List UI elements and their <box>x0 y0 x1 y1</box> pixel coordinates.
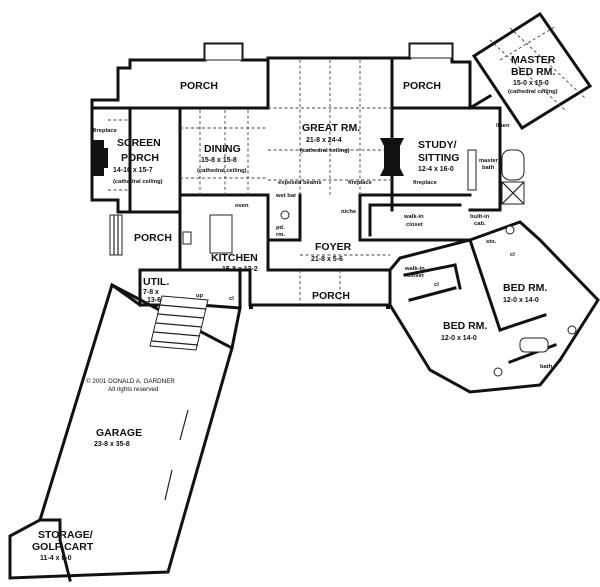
study-dims: 12-4 x 16-0 <box>418 166 454 173</box>
fireplace-right-note: fireplace <box>413 180 438 186</box>
study-cabinet <box>467 149 477 191</box>
porch-small-label: PORCH <box>134 232 172 244</box>
storage-label-1: STORAGE/ <box>38 529 93 541</box>
fireplace-center <box>380 138 392 176</box>
dining-note: (cathedral ceiling) <box>197 168 247 174</box>
screen-porch-label-1: SCREEN <box>117 137 161 149</box>
walk-in-closet-note-1: walk-in <box>403 214 424 220</box>
porch-front-label: PORCH <box>312 290 350 302</box>
dining-label: DINING <box>204 143 241 155</box>
master-bed-label-1: MASTER <box>511 54 556 66</box>
cl-note-3: cl <box>229 296 234 302</box>
porch-top-label: PORCH <box>180 80 218 92</box>
bed-a-label: BED RM. <box>503 282 547 294</box>
foyer-dims: 21-8 x 5-6 <box>311 256 343 263</box>
fixtures <box>109 43 577 501</box>
screen-porch-dims: 14-10 x 15-7 <box>113 167 153 174</box>
range <box>182 231 192 245</box>
master-bath-note-2: bath <box>482 165 495 171</box>
dining-dims: 15-8 x 15-8 <box>201 157 237 164</box>
walk-in-closet-note-4: closet <box>407 273 424 279</box>
fireplace-left-note: fireplace <box>93 128 118 134</box>
master-bath-note-1: master <box>479 158 499 164</box>
study-label-2: SITTING <box>418 152 459 164</box>
garage-label: GARAGE <box>96 427 142 439</box>
kitchen-label: KITCHEN <box>211 252 258 264</box>
great-room-note: (cathedral ceiling) <box>300 148 350 154</box>
kitchen-dims: 15-8 x 13-2 <box>222 266 258 273</box>
great-room-label: GREAT RM. <box>302 122 360 134</box>
fireplace-right <box>392 138 404 176</box>
walk-in-closet-note-3: walk-in <box>404 266 425 272</box>
up-note: up <box>196 293 204 299</box>
walk-in-closet-note-2: closet <box>406 222 423 228</box>
built-in-note-2: cab. <box>474 221 486 227</box>
bath-tub <box>519 337 549 353</box>
fireplace-left <box>92 140 108 176</box>
screen-porch-note: (cathedral ceiling) <box>113 179 163 185</box>
master-bed-label-2: BED RM. <box>511 66 555 78</box>
great-room-dims: 21-8 x 24-4 <box>306 137 342 144</box>
linen-note: linen <box>496 123 510 129</box>
master-bed-note: (cathedral ceiling) <box>508 89 558 95</box>
toilet-b <box>567 325 577 335</box>
ceiling-lines <box>108 25 586 305</box>
niche-note: niche <box>341 209 357 215</box>
bed-a-dims: 12-0 x 14-0 <box>503 297 539 304</box>
kitchen-island <box>209 214 233 254</box>
master-bed-dims: 15-0 x 15-0 <box>513 80 549 87</box>
util-label: UTIL. <box>143 276 169 288</box>
toilet-pd <box>280 210 290 220</box>
garage-dims: 23-8 x 35-8 <box>94 441 130 448</box>
bed-b-label: BED RM. <box>443 320 487 332</box>
foyer-label: FOYER <box>315 241 352 253</box>
util-dims-1: 7-8 x <box>143 289 159 296</box>
fireplace-center-note: fireplace <box>348 180 373 186</box>
cl-note-2: cl <box>434 282 439 288</box>
study-label-1: STUDY/ <box>418 139 457 151</box>
porch-steps-left <box>109 214 123 256</box>
oven-note: oven <box>235 203 249 209</box>
powder-note-1: pd. <box>276 225 285 231</box>
powder-note-2: rm. <box>276 232 285 238</box>
fireplaces <box>92 138 404 176</box>
garage-stair <box>149 295 209 351</box>
master-tub <box>501 149 525 181</box>
screen-porch-label-2: PORCH <box>121 152 159 164</box>
porch-right-label: PORCH <box>403 80 441 92</box>
copyright-line-2: All rights reserved <box>108 386 159 393</box>
util-dims-2: 13-6 <box>147 297 161 304</box>
built-in-note-1: built-in <box>470 214 490 220</box>
toilet-master <box>505 225 515 235</box>
copyright-line-1: © 2001 DONALD A. GARDNER <box>86 377 175 385</box>
wet-bar-note: wet bar <box>275 193 297 199</box>
bed-b-dims: 12-0 x 14-0 <box>441 335 477 342</box>
small-notes: fireplace exposed beams fireplace firepl… <box>93 123 553 370</box>
storage-label-2: GOLF CART <box>32 541 94 553</box>
cl-note-1: cl <box>510 252 515 258</box>
copyright: © 2001 DONALD A. GARDNER All rights rese… <box>86 377 175 393</box>
sto-note: sto. <box>486 239 497 245</box>
toilet-a <box>493 367 503 377</box>
room-labels: PORCH PORCH SCREEN PORCH 14-10 x 15-7 (c… <box>32 54 558 562</box>
storage-dims: 11-4 x 8-0 <box>40 555 72 562</box>
exposed-beams-note: exposed beams <box>278 180 322 186</box>
bath-note: bath <box>540 364 553 370</box>
